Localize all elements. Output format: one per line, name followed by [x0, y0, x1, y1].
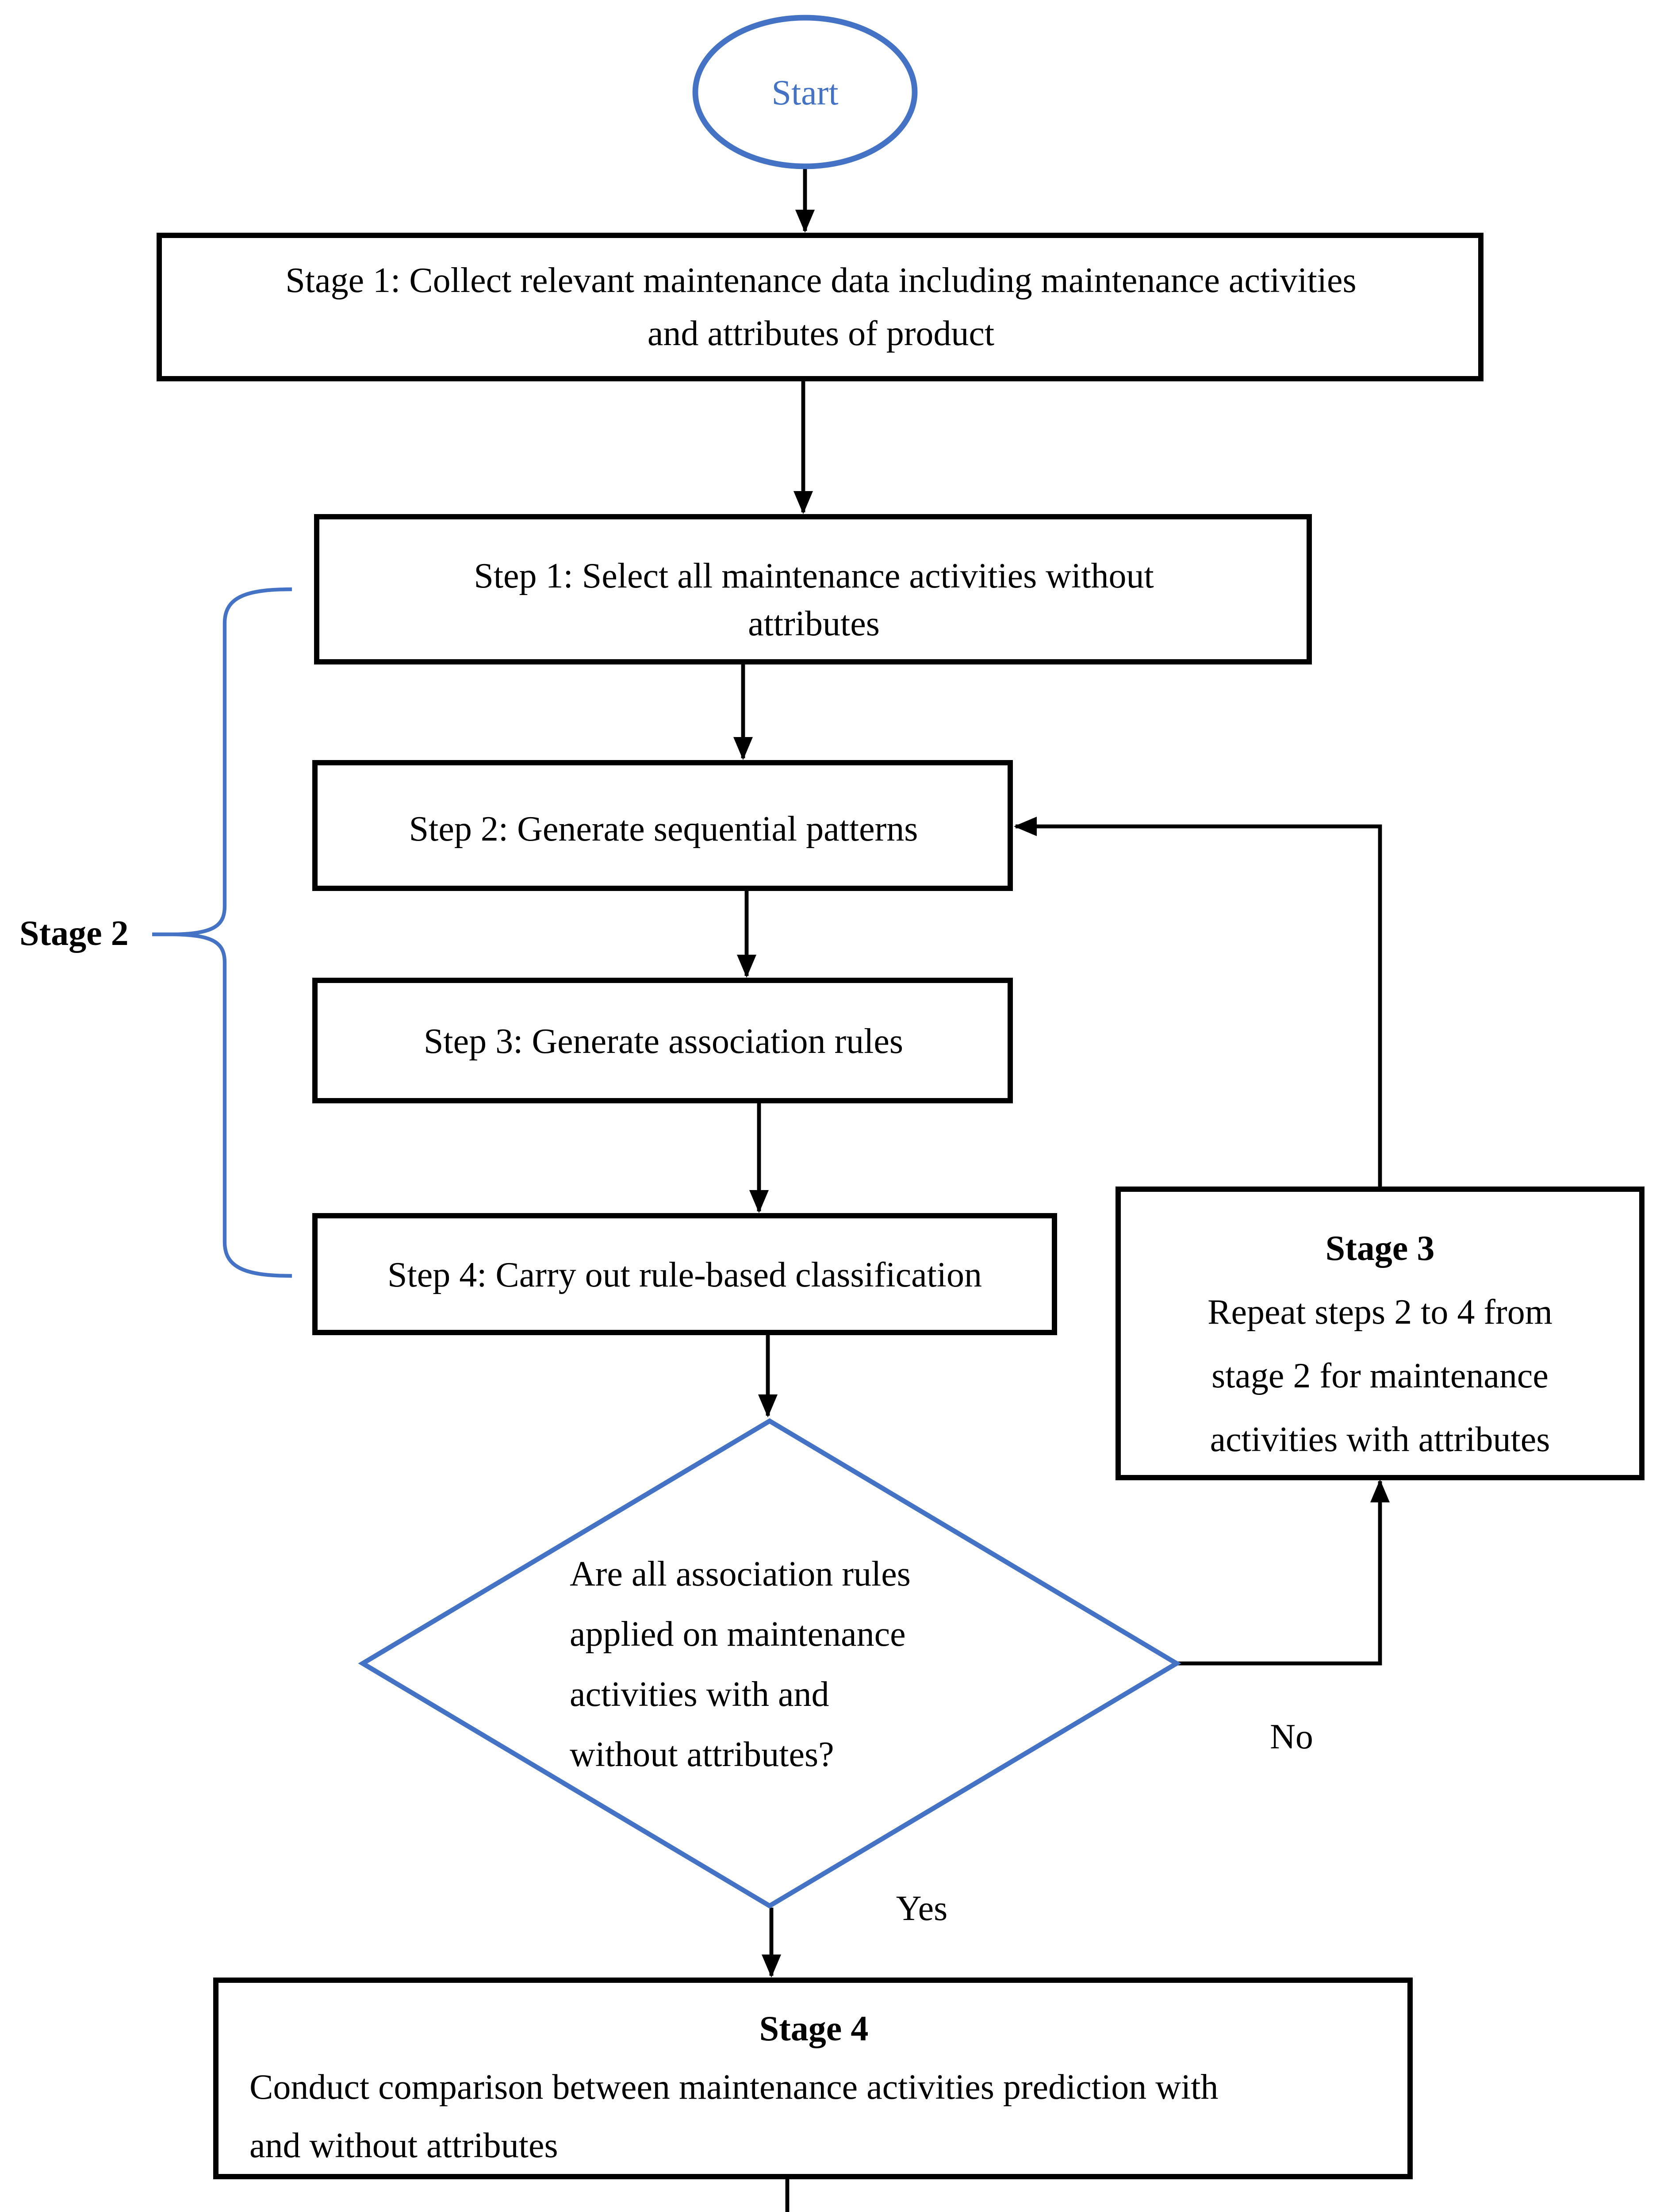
- arrow-decision-no-to-stage3: [1177, 1479, 1390, 1666]
- decision-text-line-1: Are all association rules: [570, 1555, 911, 1594]
- stage4-text-line-2: and without attributes: [249, 2126, 558, 2165]
- decision-text-line-4: without attributes?: [570, 1735, 834, 1774]
- decision-text-line-2: applied on maintenance: [570, 1615, 906, 1654]
- stage1-text-line-1: Stage 1: Collect relevant maintenance da…: [285, 261, 1356, 300]
- stage1-box: [157, 233, 1484, 381]
- step1-text-line-2: attributes: [748, 604, 880, 643]
- stage4-box: [213, 1978, 1413, 2179]
- stage4-text-line-1: Conduct comparison between maintenance a…: [249, 2068, 1218, 2107]
- step3-box: [312, 978, 1013, 1103]
- no-branch-label: No: [1270, 1717, 1313, 1756]
- start-label: Start: [771, 73, 838, 112]
- stage3-text-line-2: stage 2 for maintenance: [1211, 1356, 1549, 1395]
- step3-label: Step 3: Generate association rules: [424, 1022, 903, 1061]
- decision-diamond: [358, 1418, 1181, 1909]
- stage3-text-line-1: Repeat steps 2 to 4 from: [1208, 1293, 1552, 1332]
- stage4-title: Stage 4: [759, 2009, 869, 2048]
- stage1-text-line-2: and attributes of product: [648, 314, 994, 353]
- stage2-brace: [175, 587, 292, 1278]
- step4-box: [312, 1213, 1057, 1335]
- decision-text-line-3: activities with and: [570, 1675, 829, 1714]
- start-ellipse: [692, 15, 918, 169]
- step1-box: [314, 514, 1312, 664]
- step2-box: [312, 760, 1013, 891]
- yes-branch-label: Yes: [896, 1889, 947, 1928]
- stage3-title: Stage 3: [1326, 1229, 1435, 1268]
- arrow-stage3-to-step2-loop: [1014, 817, 1382, 1189]
- step4-label: Step 4: Carry out rule-based classificat…: [387, 1256, 982, 1294]
- step1-text-line-1: Step 1: Select all maintenance activitie…: [474, 557, 1154, 595]
- stage3-text-line-3: activities with attributes: [1210, 1420, 1550, 1459]
- stage2-label: Stage 2: [19, 914, 129, 953]
- step2-label: Step 2: Generate sequential patterns: [409, 810, 918, 849]
- stage3-box: [1116, 1187, 1644, 1480]
